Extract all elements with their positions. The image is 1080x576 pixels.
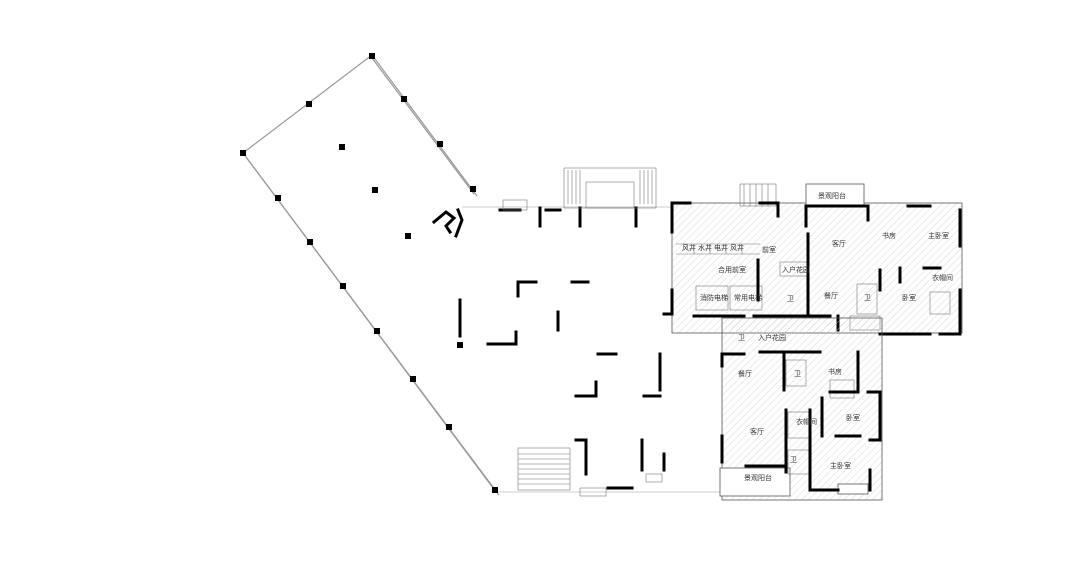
room-label: 水井 (698, 243, 712, 252)
room-label: 客厅 (750, 427, 764, 436)
room-label: 卧室 (846, 413, 860, 422)
structural-columns (240, 53, 498, 493)
room-label: 风井 (730, 243, 744, 252)
room-label: 风井 (682, 243, 696, 252)
room-label: 卫 (790, 456, 797, 464)
room-label: 客厅 (832, 239, 846, 248)
room-label: 主卧室 (928, 231, 949, 240)
room-label: 入户花园 (758, 333, 786, 342)
podium-walls (431, 206, 666, 490)
podium-outline (242, 54, 720, 496)
room-label: 电井 (714, 243, 728, 252)
room-label: 卫 (864, 294, 871, 302)
room-label: 主卧室 (830, 461, 851, 470)
room-label: 书房 (882, 231, 896, 240)
unit-upper (662, 183, 963, 336)
room-label: 景观阳台 (744, 473, 772, 482)
room-label: 景观阳台 (818, 191, 846, 200)
unit-lower (719, 317, 883, 501)
room-label: 衣帽间 (932, 273, 953, 282)
room-label: 常用电梯 (734, 293, 762, 302)
top-stair (502, 167, 657, 211)
room-label: 卫 (787, 295, 794, 303)
room-label: 入户花园 (782, 265, 810, 274)
bottom-stair (517, 447, 663, 497)
room-labels: 风井 水井 电井 风井 前室 合用前室 消防电梯 常用电梯 入户花园 卫 客厅 … (682, 191, 953, 482)
room-label: 衣帽间 (796, 417, 817, 426)
room-label: 卫 (738, 334, 745, 342)
room-label: 卫 (794, 370, 801, 378)
room-label: 餐厅 (824, 291, 838, 300)
room-label: 餐厅 (738, 369, 752, 378)
room-label: 合用前室 (718, 265, 746, 274)
room-label: 消防电梯 (700, 293, 728, 302)
room-label: 前室 (762, 245, 776, 254)
room-label: 书房 (828, 367, 842, 376)
room-label: 卧室 (902, 293, 916, 302)
